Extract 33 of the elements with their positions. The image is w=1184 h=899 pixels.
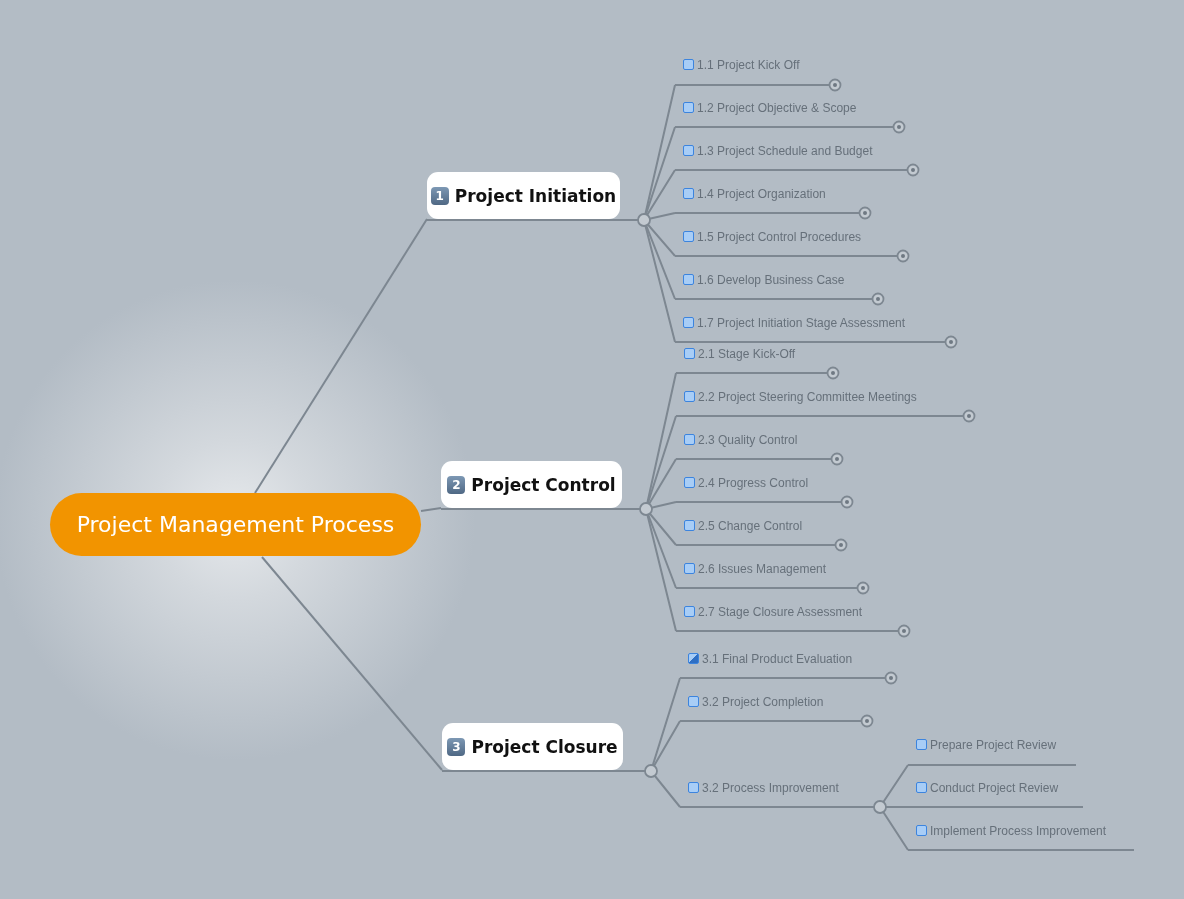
topic-text: 2.4 Progress Control bbox=[698, 475, 809, 492]
topic-text: 2.5 Change Control bbox=[698, 518, 803, 535]
topic-text: 2.1 Stage Kick-Off bbox=[698, 346, 796, 363]
topic-title: Project Control bbox=[471, 474, 616, 495]
branch-connector bbox=[261, 556, 443, 771]
number-badge: 2 bbox=[447, 475, 466, 494]
main-topic-box bbox=[427, 172, 620, 219]
topic-text: 1.2 Project Objective & Scope bbox=[697, 100, 857, 117]
topic-text: 1.5 Project Control Procedures bbox=[697, 229, 862, 246]
topic-text: Implement Process Improvement bbox=[930, 823, 1107, 840]
topic-text: 3.2 Project Completion bbox=[702, 694, 824, 711]
topic-text: 3.1 Final Product Evaluation bbox=[702, 651, 853, 668]
topic-text: 1.6 Develop Business Case bbox=[697, 272, 845, 289]
topic-text: 1.4 Project Organization bbox=[697, 186, 826, 203]
branch-connector bbox=[420, 507, 442, 512]
topic-text: 1.3 Project Schedule and Budget bbox=[697, 143, 873, 160]
topic-text: Conduct Project Review bbox=[930, 780, 1059, 797]
main-topic-box bbox=[441, 461, 622, 508]
number-badge: 1 bbox=[430, 186, 449, 205]
main-topic-box bbox=[442, 723, 623, 770]
topic-title: Project Initiation bbox=[454, 185, 617, 206]
topic-text: 2.3 Quality Control bbox=[698, 432, 798, 449]
topic-text: 1.7 Project Initiation Stage Assessment bbox=[697, 315, 906, 332]
topic-text: 2.2 Project Steering Committee Meetings bbox=[698, 389, 917, 406]
topic-text: 2.7 Stage Closure Assessment bbox=[698, 604, 863, 621]
topic-text: 3.2 Process Improvement bbox=[702, 780, 839, 797]
topic-text: Prepare Project Review bbox=[930, 737, 1057, 754]
topic-title: Project Closure bbox=[471, 736, 618, 757]
branch-connector bbox=[254, 218, 428, 494]
topic-text: 1.1 Project Kick Off bbox=[697, 57, 800, 74]
topic-text: 2.6 Issues Management bbox=[698, 561, 827, 578]
number-badge: 3 bbox=[447, 737, 466, 756]
central-topic: Project Management Process bbox=[50, 493, 421, 556]
